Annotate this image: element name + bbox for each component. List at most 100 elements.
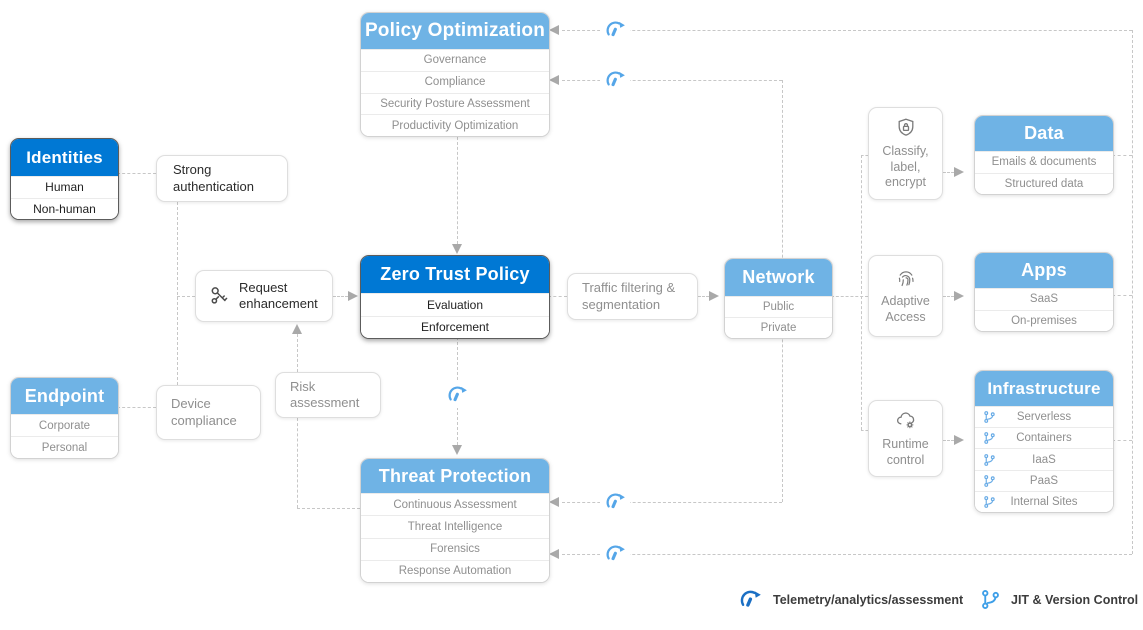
connector-top-inner — [562, 80, 782, 81]
connector-runtime-infra — [943, 440, 954, 441]
zero-trust-policy-row: Evaluation — [361, 293, 549, 316]
traffic-filtering-node: Traffic filtering & segmentation — [567, 273, 698, 320]
endpoint-row: Corporate — [11, 414, 118, 436]
runtime-control-label: Runtime control — [882, 436, 929, 467]
traffic-filtering-label: Traffic filtering & segmentation — [582, 280, 676, 312]
arrow-into-threat-2 — [549, 549, 559, 559]
connector-risk-up — [297, 334, 298, 372]
classify-label-encrypt-label: Classify, label, encrypt — [882, 144, 929, 190]
apps-row: On-premises — [975, 309, 1113, 331]
network-row: Private — [725, 317, 832, 338]
risk-assessment-node: Risk assessment — [275, 372, 381, 418]
arrow-into-network — [709, 291, 719, 301]
jit-version-control-icon — [983, 474, 996, 487]
connector-right-outer — [1132, 30, 1133, 554]
policy-optimization-row: Security Posture Assessment — [361, 92, 549, 115]
connector-branch-runtime — [861, 430, 868, 431]
telemetry-gauge-icon — [445, 384, 469, 406]
policy-optimization-title: Policy Optimization — [361, 13, 549, 49]
connector-data-loop — [1112, 155, 1132, 156]
arrow-into-threat-top — [452, 445, 462, 455]
adaptive-access-node: Adaptive Access — [868, 255, 943, 337]
telemetry-icon — [600, 489, 630, 515]
network-box: Network Public Private — [724, 258, 833, 339]
adaptive-access-label: Adaptive Access — [881, 294, 930, 324]
connector-top-outer — [562, 30, 1132, 31]
connector-network-right — [831, 296, 868, 297]
infrastructure-row: Containers — [975, 427, 1113, 449]
threat-protection-row: Response Automation — [361, 559, 549, 582]
cloud-gear-icon — [894, 409, 918, 433]
infrastructure-row-label: Containers — [1016, 432, 1072, 445]
identities-row: Non-human — [11, 197, 118, 219]
telemetry-icon — [600, 17, 630, 43]
connector-traffic-network — [698, 296, 709, 297]
arrow-into-policy-opt-1 — [549, 25, 559, 35]
strong-authentication-label: Strong authentication — [173, 162, 254, 194]
infrastructure-row-label: Internal Sites — [1010, 495, 1078, 508]
telemetry-gauge-icon — [603, 543, 627, 565]
zero-trust-policy-box: Zero Trust Policy Evaluation Enforcement — [360, 255, 550, 339]
data-row: Emails & documents — [975, 151, 1113, 173]
network-row: Public — [725, 296, 832, 317]
request-enhancement-label: Request enhancement — [239, 279, 318, 311]
strong-authentication-node: Strong authentication — [156, 155, 288, 202]
data-row: Structured data — [975, 172, 1113, 194]
identities-box: Identities Human Non-human — [10, 138, 119, 220]
jit-version-control-icon — [983, 411, 996, 424]
arrow-into-policy-opt-2 — [549, 75, 559, 85]
legend-jit-label: JIT & Version Control — [1011, 592, 1139, 607]
policy-optimization-row: Governance — [361, 49, 549, 71]
legend-telemetry-label: Telemetry/analytics/assessment — [773, 593, 964, 607]
connector-infra-loop — [1112, 440, 1132, 441]
legend-jit: JIT & Version Control — [980, 589, 1138, 610]
connector-identities-strongauth — [117, 173, 156, 174]
key-icon — [208, 284, 232, 308]
connector-into-request — [177, 296, 195, 297]
legend-telemetry: Telemetry/analytics/assessment — [737, 588, 963, 612]
connector-risk-down — [297, 418, 298, 508]
fingerprint-icon — [894, 266, 918, 290]
connector-classify-data — [943, 172, 954, 173]
connector-threat-inner — [562, 502, 782, 503]
data-box: Data Emails & documents Structured data — [974, 115, 1114, 195]
connector-threat-outer — [562, 554, 1132, 555]
arrow-into-data — [954, 167, 964, 177]
device-compliance-label: Device compliance — [171, 396, 237, 428]
infrastructure-row: IaaS — [975, 448, 1113, 470]
device-compliance-node: Device compliance — [156, 385, 261, 440]
arrow-into-infrastructure — [954, 435, 964, 445]
connector-request-ztp — [333, 296, 348, 297]
connector-strongauth-down — [177, 202, 178, 385]
infrastructure-row: Serverless — [975, 406, 1113, 428]
apps-title: Apps — [975, 253, 1113, 288]
jit-version-control-icon — [983, 453, 996, 466]
identities-title: Identities — [11, 139, 118, 176]
request-enhancement-node: Request enhancement — [195, 270, 333, 322]
connector-policyopt-ztp — [457, 137, 458, 244]
threat-protection-row: Continuous Assessment — [361, 493, 549, 516]
jit-version-control-icon — [983, 495, 996, 508]
arrow-risk-into-request — [292, 324, 302, 334]
connector-branch-classify — [861, 155, 868, 156]
zero-trust-policy-row: Enforcement — [361, 315, 549, 338]
telemetry-gauge-icon — [603, 69, 627, 91]
jit-version-control-icon — [983, 432, 996, 445]
endpoint-box: Endpoint Corporate Personal — [10, 377, 119, 459]
infrastructure-box: Infrastructure Serverless Containers Iaa… — [974, 370, 1114, 513]
risk-assessment-label: Risk assessment — [290, 378, 360, 410]
identities-row: Human — [11, 176, 118, 198]
arrow-into-ztp-top — [452, 244, 462, 254]
infrastructure-title: Infrastructure — [975, 371, 1113, 406]
policy-optimization-box: Policy Optimization Governance Complianc… — [360, 12, 550, 137]
data-title: Data — [975, 116, 1113, 151]
telemetry-gauge-icon — [737, 588, 763, 612]
endpoint-row: Personal — [11, 436, 118, 458]
threat-protection-row: Threat Intelligence — [361, 515, 549, 538]
apps-row: SaaS — [975, 288, 1113, 310]
telemetry-gauge-icon — [603, 19, 627, 41]
telemetry-icon — [600, 67, 630, 93]
telemetry-icon — [600, 541, 630, 567]
telemetry-gauge-icon — [603, 491, 627, 513]
endpoint-title: Endpoint — [11, 378, 118, 414]
